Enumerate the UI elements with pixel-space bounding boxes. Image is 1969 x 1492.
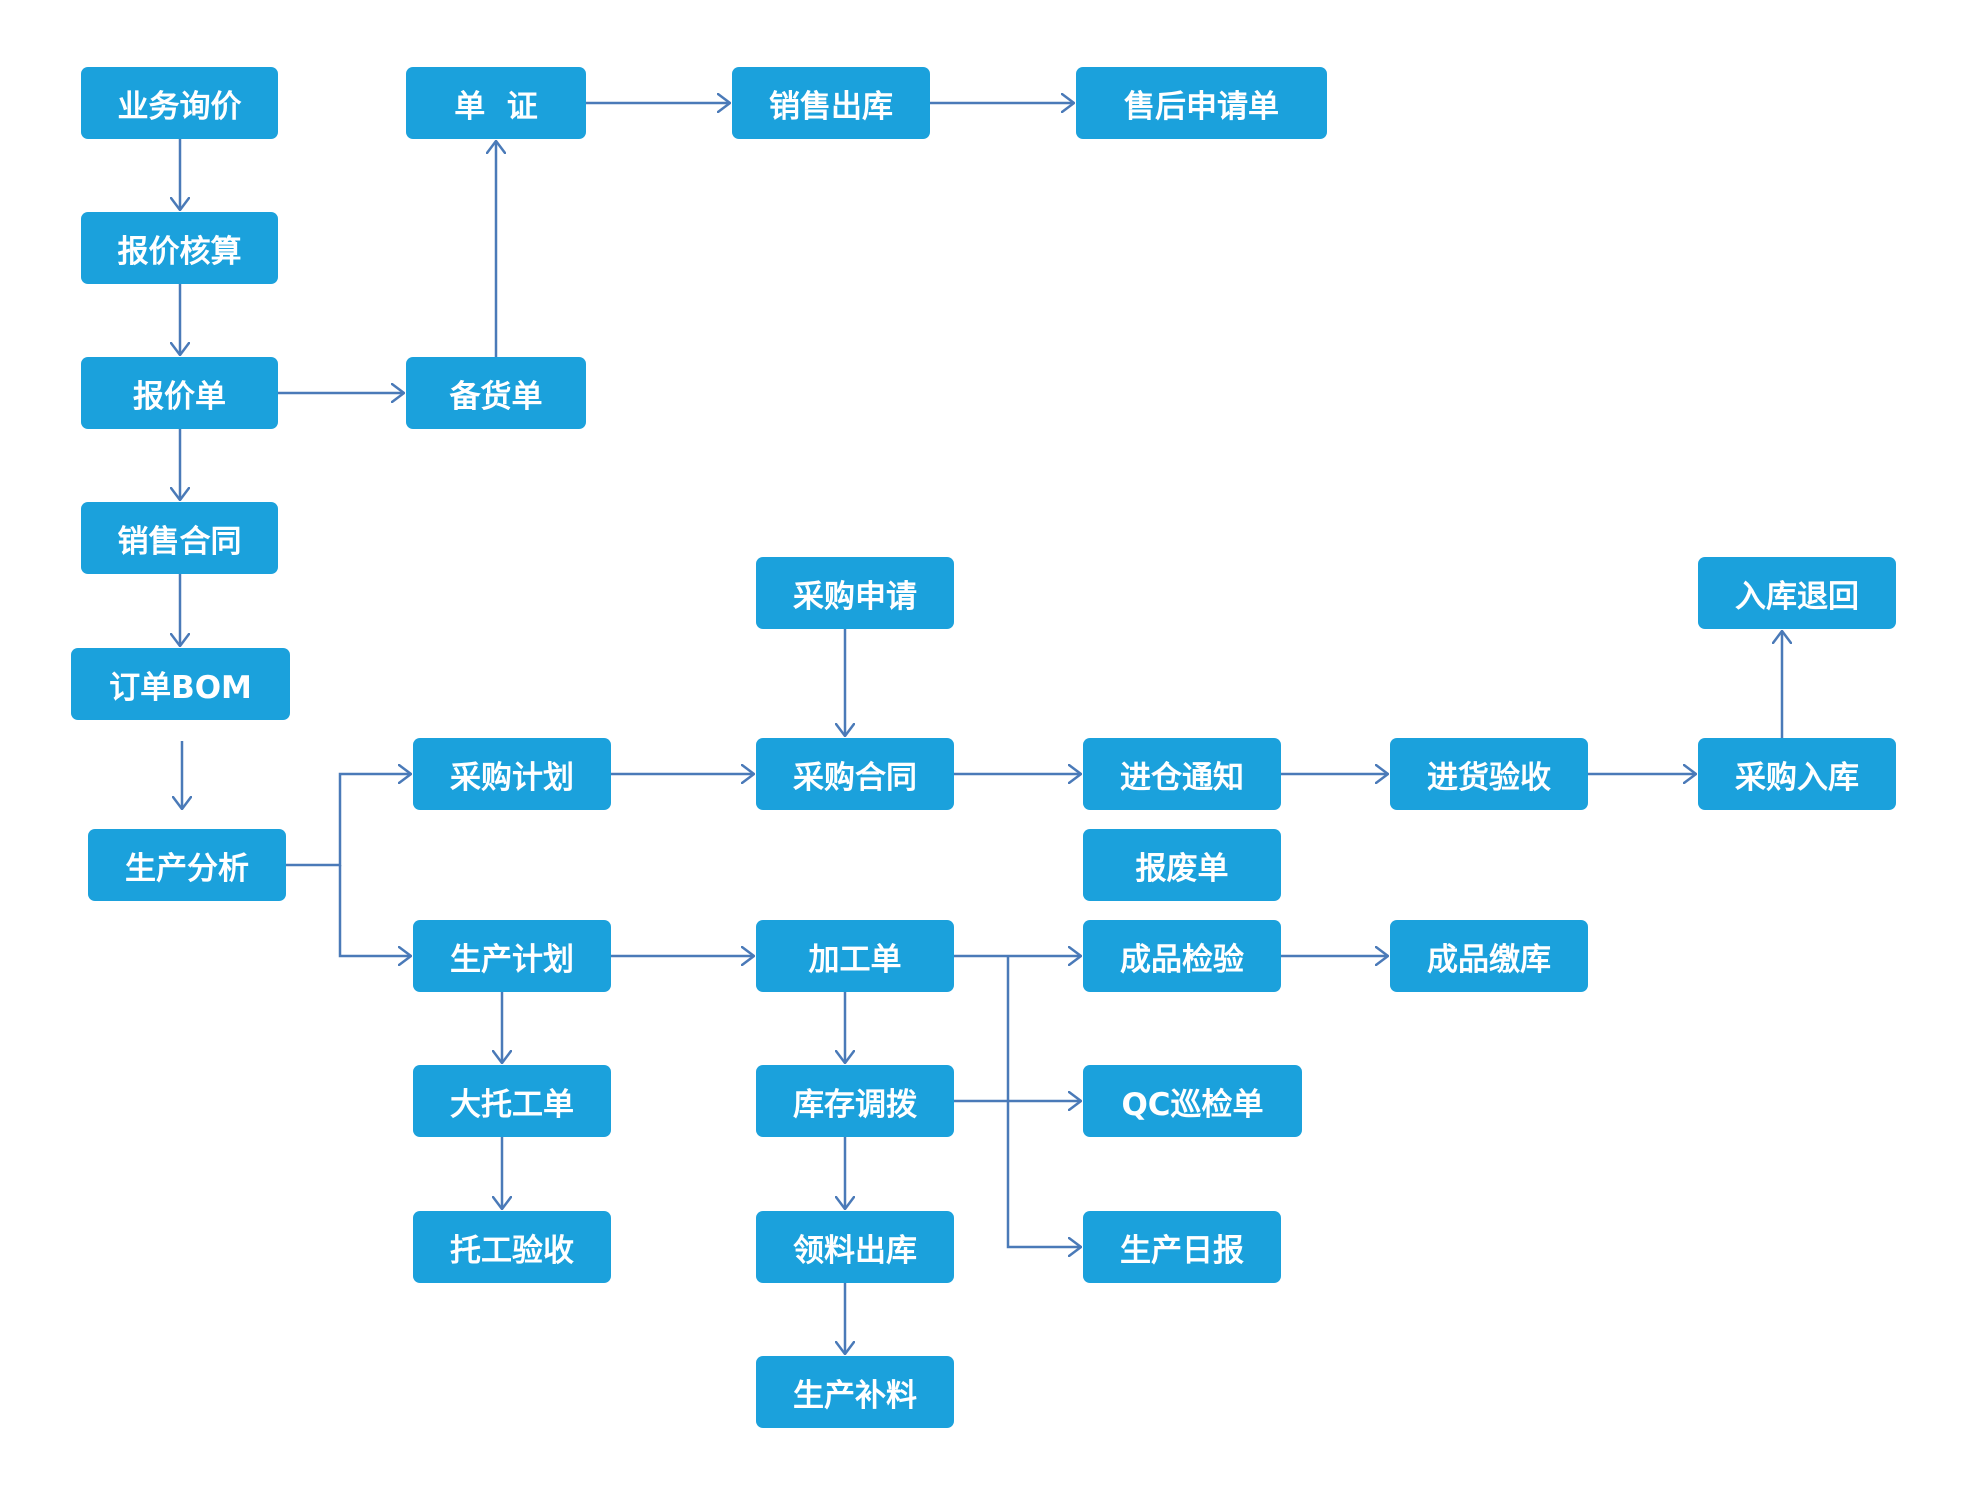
- node-caigou-ruku: 采购入库: [1698, 738, 1896, 810]
- node-jiagongdan: 加工单: [756, 920, 954, 992]
- node-datuogongdan: 大托工单: [413, 1065, 611, 1137]
- node-caigou-shenqing: 采购申请: [756, 557, 954, 629]
- node-yewu-xunjia: 业务询价: [81, 67, 278, 139]
- node-beihuodan: 备货单: [406, 357, 586, 429]
- node-jinhuo-yanshou: 进货验收: [1390, 738, 1588, 810]
- node-tuogong-yanshou: 托工验收: [413, 1211, 611, 1283]
- edge-jiagongdan-to-shengchan-ribao: [1006, 956, 1081, 1247]
- node-danzheng: 单 证: [406, 67, 586, 139]
- node-shouhou-shenqing: 售后申请单: [1076, 67, 1327, 139]
- node-shengchan-fenxi: 生产分析: [88, 829, 286, 901]
- node-chengpin-jiaoku: 成品缴库: [1390, 920, 1588, 992]
- node-shengchan-ribao: 生产日报: [1083, 1211, 1281, 1283]
- node-baojia-hesuan: 报价核算: [81, 212, 278, 284]
- node-baojiadan: 报价单: [81, 357, 278, 429]
- edge-shengchan-fenxi-to-caigou-jihua: [286, 774, 411, 867]
- node-dingdan-bom: 订单BOM: [71, 648, 290, 720]
- node-lingliao-chuku: 领料出库: [756, 1211, 954, 1283]
- node-kucun-diaobo: 库存调拨: [756, 1065, 954, 1137]
- node-caigou-jihua: 采购计划: [413, 738, 611, 810]
- node-shengchan-buliao: 生产补料: [756, 1356, 954, 1428]
- node-baofeidan: 报废单: [1083, 829, 1281, 901]
- edge-shengchan-fenxi-to-shengchan-jihua: [338, 865, 411, 956]
- node-ruku-tuihui: 入库退回: [1698, 557, 1896, 629]
- node-caigou-hetong: 采购合同: [756, 738, 954, 810]
- node-xiaoshou-chuku: 销售出库: [732, 67, 930, 139]
- node-xiaoshou-hetong: 销售合同: [81, 502, 278, 574]
- node-qc-xunjiandan: QC巡检单: [1083, 1065, 1302, 1137]
- node-shengchan-jihua: 生产计划: [413, 920, 611, 992]
- node-jincang-tongzhi: 进仓通知: [1083, 738, 1281, 810]
- node-chengpin-jianyan: 成品检验: [1083, 920, 1281, 992]
